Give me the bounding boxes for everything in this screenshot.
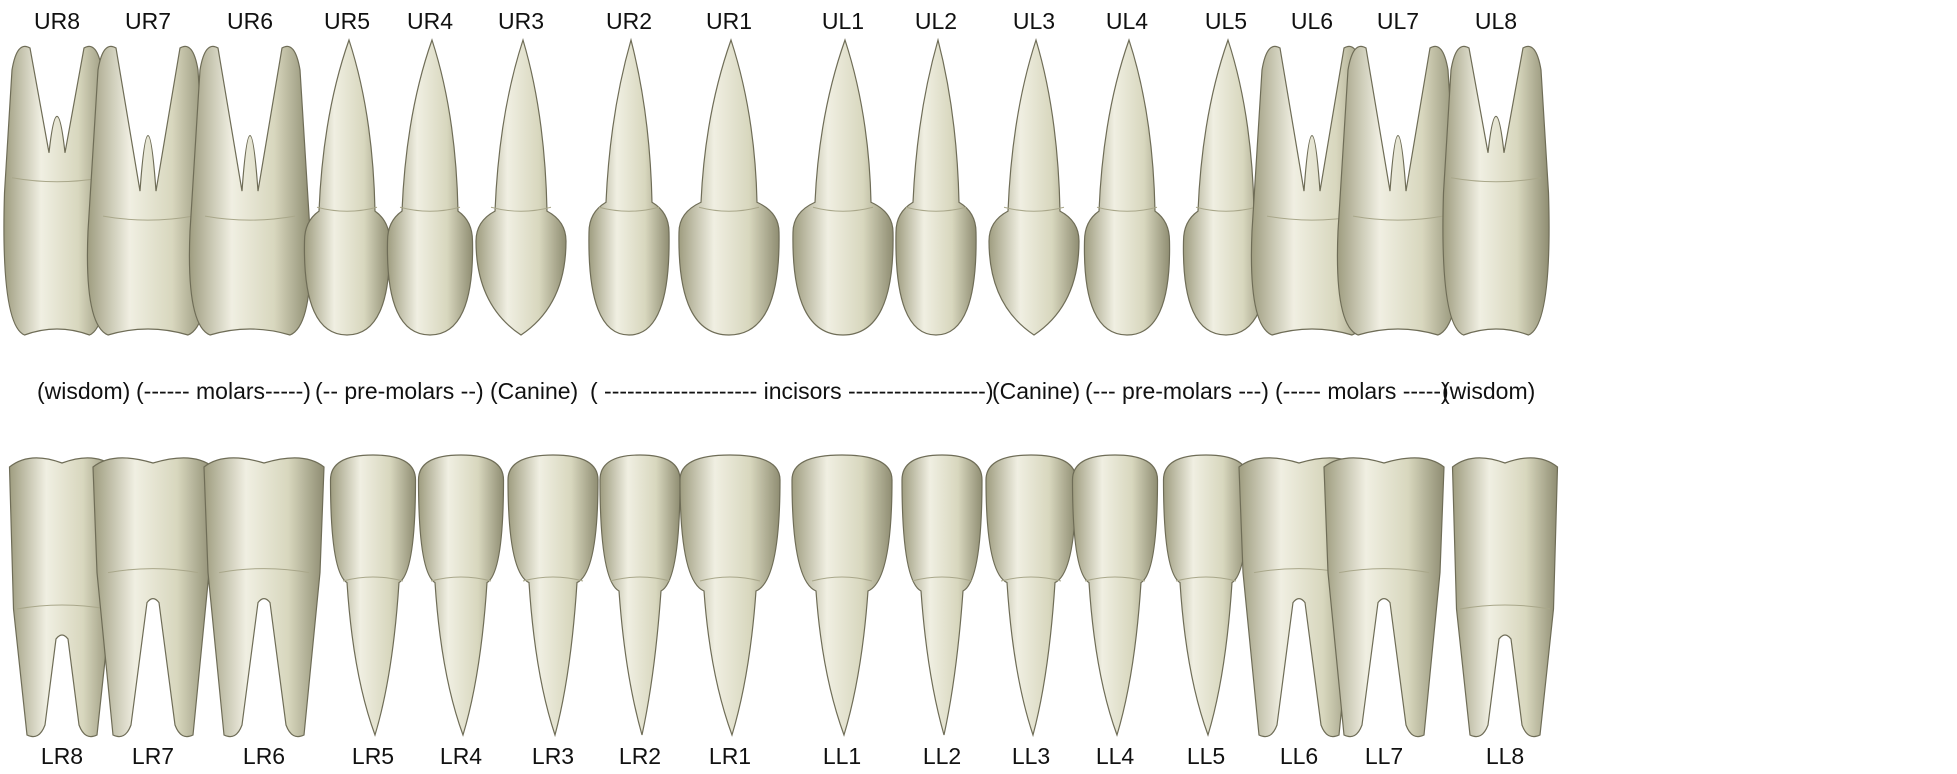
tooth-ll3 bbox=[986, 455, 1076, 735]
tooth-lr6 bbox=[204, 458, 324, 737]
tooth-ll4 bbox=[1073, 455, 1158, 735]
tooth-label-ur4: UR4 bbox=[407, 8, 453, 34]
tooth-label-ur1: UR1 bbox=[706, 8, 752, 34]
tooth-ur2 bbox=[589, 40, 669, 335]
tooth-label-lr3: LR3 bbox=[532, 743, 574, 769]
tooth-label-lr5: LR5 bbox=[352, 743, 394, 769]
tooth-label-ul3: UL3 bbox=[1013, 8, 1055, 34]
tooth-label-lr7: LR7 bbox=[132, 743, 174, 769]
tooth-label-ur7: UR7 bbox=[125, 8, 171, 34]
group-label-3: (Canine) bbox=[490, 378, 578, 404]
tooth-ll1 bbox=[792, 455, 892, 735]
tooth-label-ll5: LL5 bbox=[1187, 743, 1225, 769]
group-label-0: (wisdom) bbox=[37, 378, 130, 404]
tooth-label-ll7: LL7 bbox=[1365, 743, 1403, 769]
tooth-lr2 bbox=[600, 455, 680, 735]
tooth-ur6 bbox=[189, 46, 310, 335]
tooth-label-ll2: LL2 bbox=[923, 743, 961, 769]
tooth-label-lr4: LR4 bbox=[440, 743, 482, 769]
tooth-label-ul6: UL6 bbox=[1291, 8, 1333, 34]
tooth-lr1 bbox=[680, 455, 780, 735]
group-label-6: (--- pre-molars ---) bbox=[1085, 378, 1269, 404]
group-label-1: (------ molars-----) bbox=[136, 378, 311, 404]
group-label-4: ( -------------------- incisors --------… bbox=[590, 378, 994, 404]
tooth-ll5 bbox=[1164, 455, 1249, 735]
tooth-label-lr1: LR1 bbox=[709, 743, 751, 769]
tooth-label-ur5: UR5 bbox=[324, 8, 370, 34]
tooth-ur5 bbox=[304, 40, 389, 335]
group-label-8: (wisdom) bbox=[1442, 378, 1535, 404]
tooth-label-ul2: UL2 bbox=[915, 8, 957, 34]
lower-teeth-row bbox=[10, 455, 1558, 737]
tooth-lr4 bbox=[419, 455, 504, 735]
group-label-7: (----- molars -----) bbox=[1275, 378, 1449, 404]
tooth-label-ur3: UR3 bbox=[498, 8, 544, 34]
tooth-lr7 bbox=[93, 458, 213, 737]
tooth-label-ll4: LL4 bbox=[1096, 743, 1134, 769]
tooth-label-ul7: UL7 bbox=[1377, 8, 1419, 34]
tooth-label-ur2: UR2 bbox=[606, 8, 652, 34]
tooth-ul4 bbox=[1084, 40, 1169, 335]
tooth-label-ul4: UL4 bbox=[1106, 8, 1148, 34]
tooth-ll2 bbox=[902, 455, 982, 735]
group-label-2: (-- pre-molars --) bbox=[315, 378, 484, 404]
tooth-lr5 bbox=[331, 455, 416, 735]
tooth-label-ul8: UL8 bbox=[1475, 8, 1517, 34]
tooth-label-ll6: LL6 bbox=[1280, 743, 1318, 769]
tooth-ul8 bbox=[1443, 46, 1549, 335]
tooth-ul7 bbox=[1337, 46, 1458, 335]
tooth-ul1 bbox=[793, 40, 893, 335]
group-label-5: (Canine) bbox=[992, 378, 1080, 404]
tooth-label-ll1: LL1 bbox=[823, 743, 861, 769]
tooth-label-ll3: LL3 bbox=[1012, 743, 1050, 769]
tooth-label-ll8: LL8 bbox=[1486, 743, 1524, 769]
tooth-lr3 bbox=[508, 455, 598, 735]
tooth-ll7 bbox=[1324, 458, 1444, 737]
tooth-ur4 bbox=[387, 40, 472, 335]
tooth-ur1 bbox=[679, 40, 779, 335]
tooth-label-ul1: UL1 bbox=[822, 8, 864, 34]
tooth-ul2 bbox=[896, 40, 976, 335]
tooth-ur3 bbox=[476, 40, 566, 335]
tooth-ul3 bbox=[989, 40, 1079, 335]
tooth-label-ur6: UR6 bbox=[227, 8, 273, 34]
tooth-label-ur8: UR8 bbox=[34, 8, 80, 34]
tooth-label-lr6: LR6 bbox=[243, 743, 285, 769]
tooth-ur7 bbox=[87, 46, 208, 335]
tooth-label-lr2: LR2 bbox=[619, 743, 661, 769]
tooth-ll8 bbox=[1453, 458, 1558, 737]
tooth-label-lr8: LR8 bbox=[41, 743, 83, 769]
tooth-label-ul5: UL5 bbox=[1205, 8, 1247, 34]
upper-teeth-row bbox=[4, 40, 1549, 335]
